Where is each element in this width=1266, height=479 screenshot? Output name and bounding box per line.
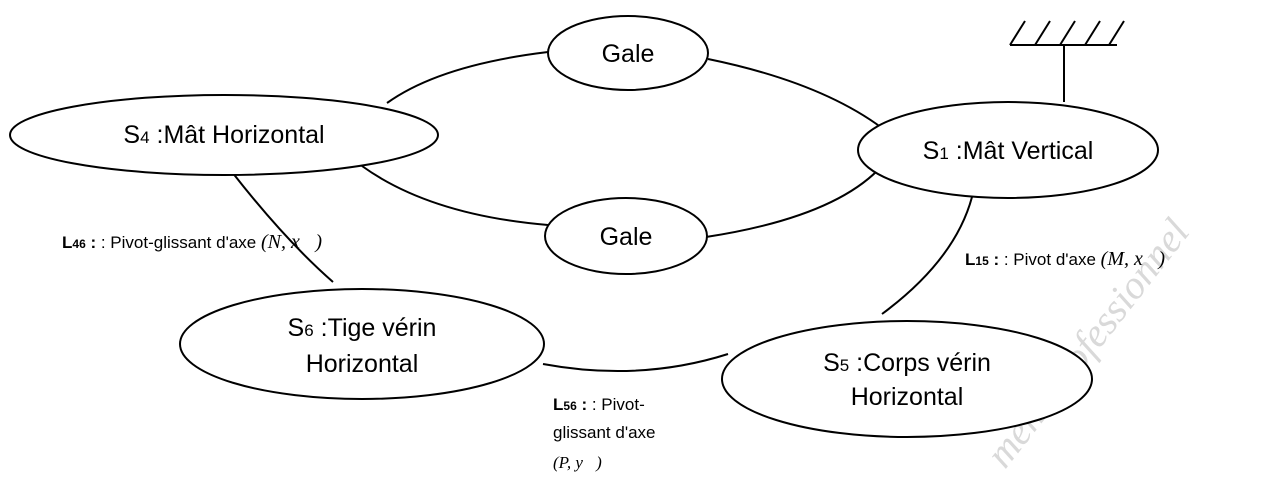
node-gale-top-label: Gale (602, 40, 655, 68)
node-gale-top-ellipse (547, 15, 709, 91)
node-s6-label-line1: S6 :Tige vérin (288, 314, 437, 342)
node-s5-label-line2: Horizontal (851, 383, 964, 411)
node-s5-label-line1: S5 :Corps vérin (823, 349, 991, 377)
node-s6-ellipse (179, 288, 545, 400)
link-s4-gale-top (386, 51, 549, 104)
node-s4-label: S4 :Mât Horizontal (123, 121, 324, 149)
ground-icon (1009, 20, 1125, 102)
node-s1-ellipse (857, 101, 1159, 199)
link-l15 (881, 196, 973, 315)
node-s5-ellipse (721, 320, 1093, 438)
link-l15-label: L15 : : Pivot d'axe (M, x⃗) (965, 248, 1165, 270)
link-l46-label: L46 : : Pivot-glissant d'axe (N, x⃗) (62, 231, 322, 253)
link-l56 (542, 353, 729, 372)
link-gale-mid-s1 (705, 169, 879, 238)
node-s1-label: S1 :Mât Vertical (923, 137, 1094, 165)
node-s6-label-line2: Horizontal (306, 350, 419, 378)
link-l56-label-line3: (P, y⃗) (553, 453, 602, 472)
link-l46 (231, 171, 334, 283)
link-l56-label-line1: L56 : : Pivot- (553, 395, 645, 414)
link-s4-gale-mid (361, 165, 549, 226)
node-gale-mid-ellipse (544, 197, 708, 275)
link-gale-top-s1 (707, 58, 883, 129)
link-l56-label-line2: glissant d'axe (553, 423, 655, 442)
node-s4-ellipse (9, 94, 439, 176)
node-gale-mid-label: Gale (600, 223, 653, 251)
